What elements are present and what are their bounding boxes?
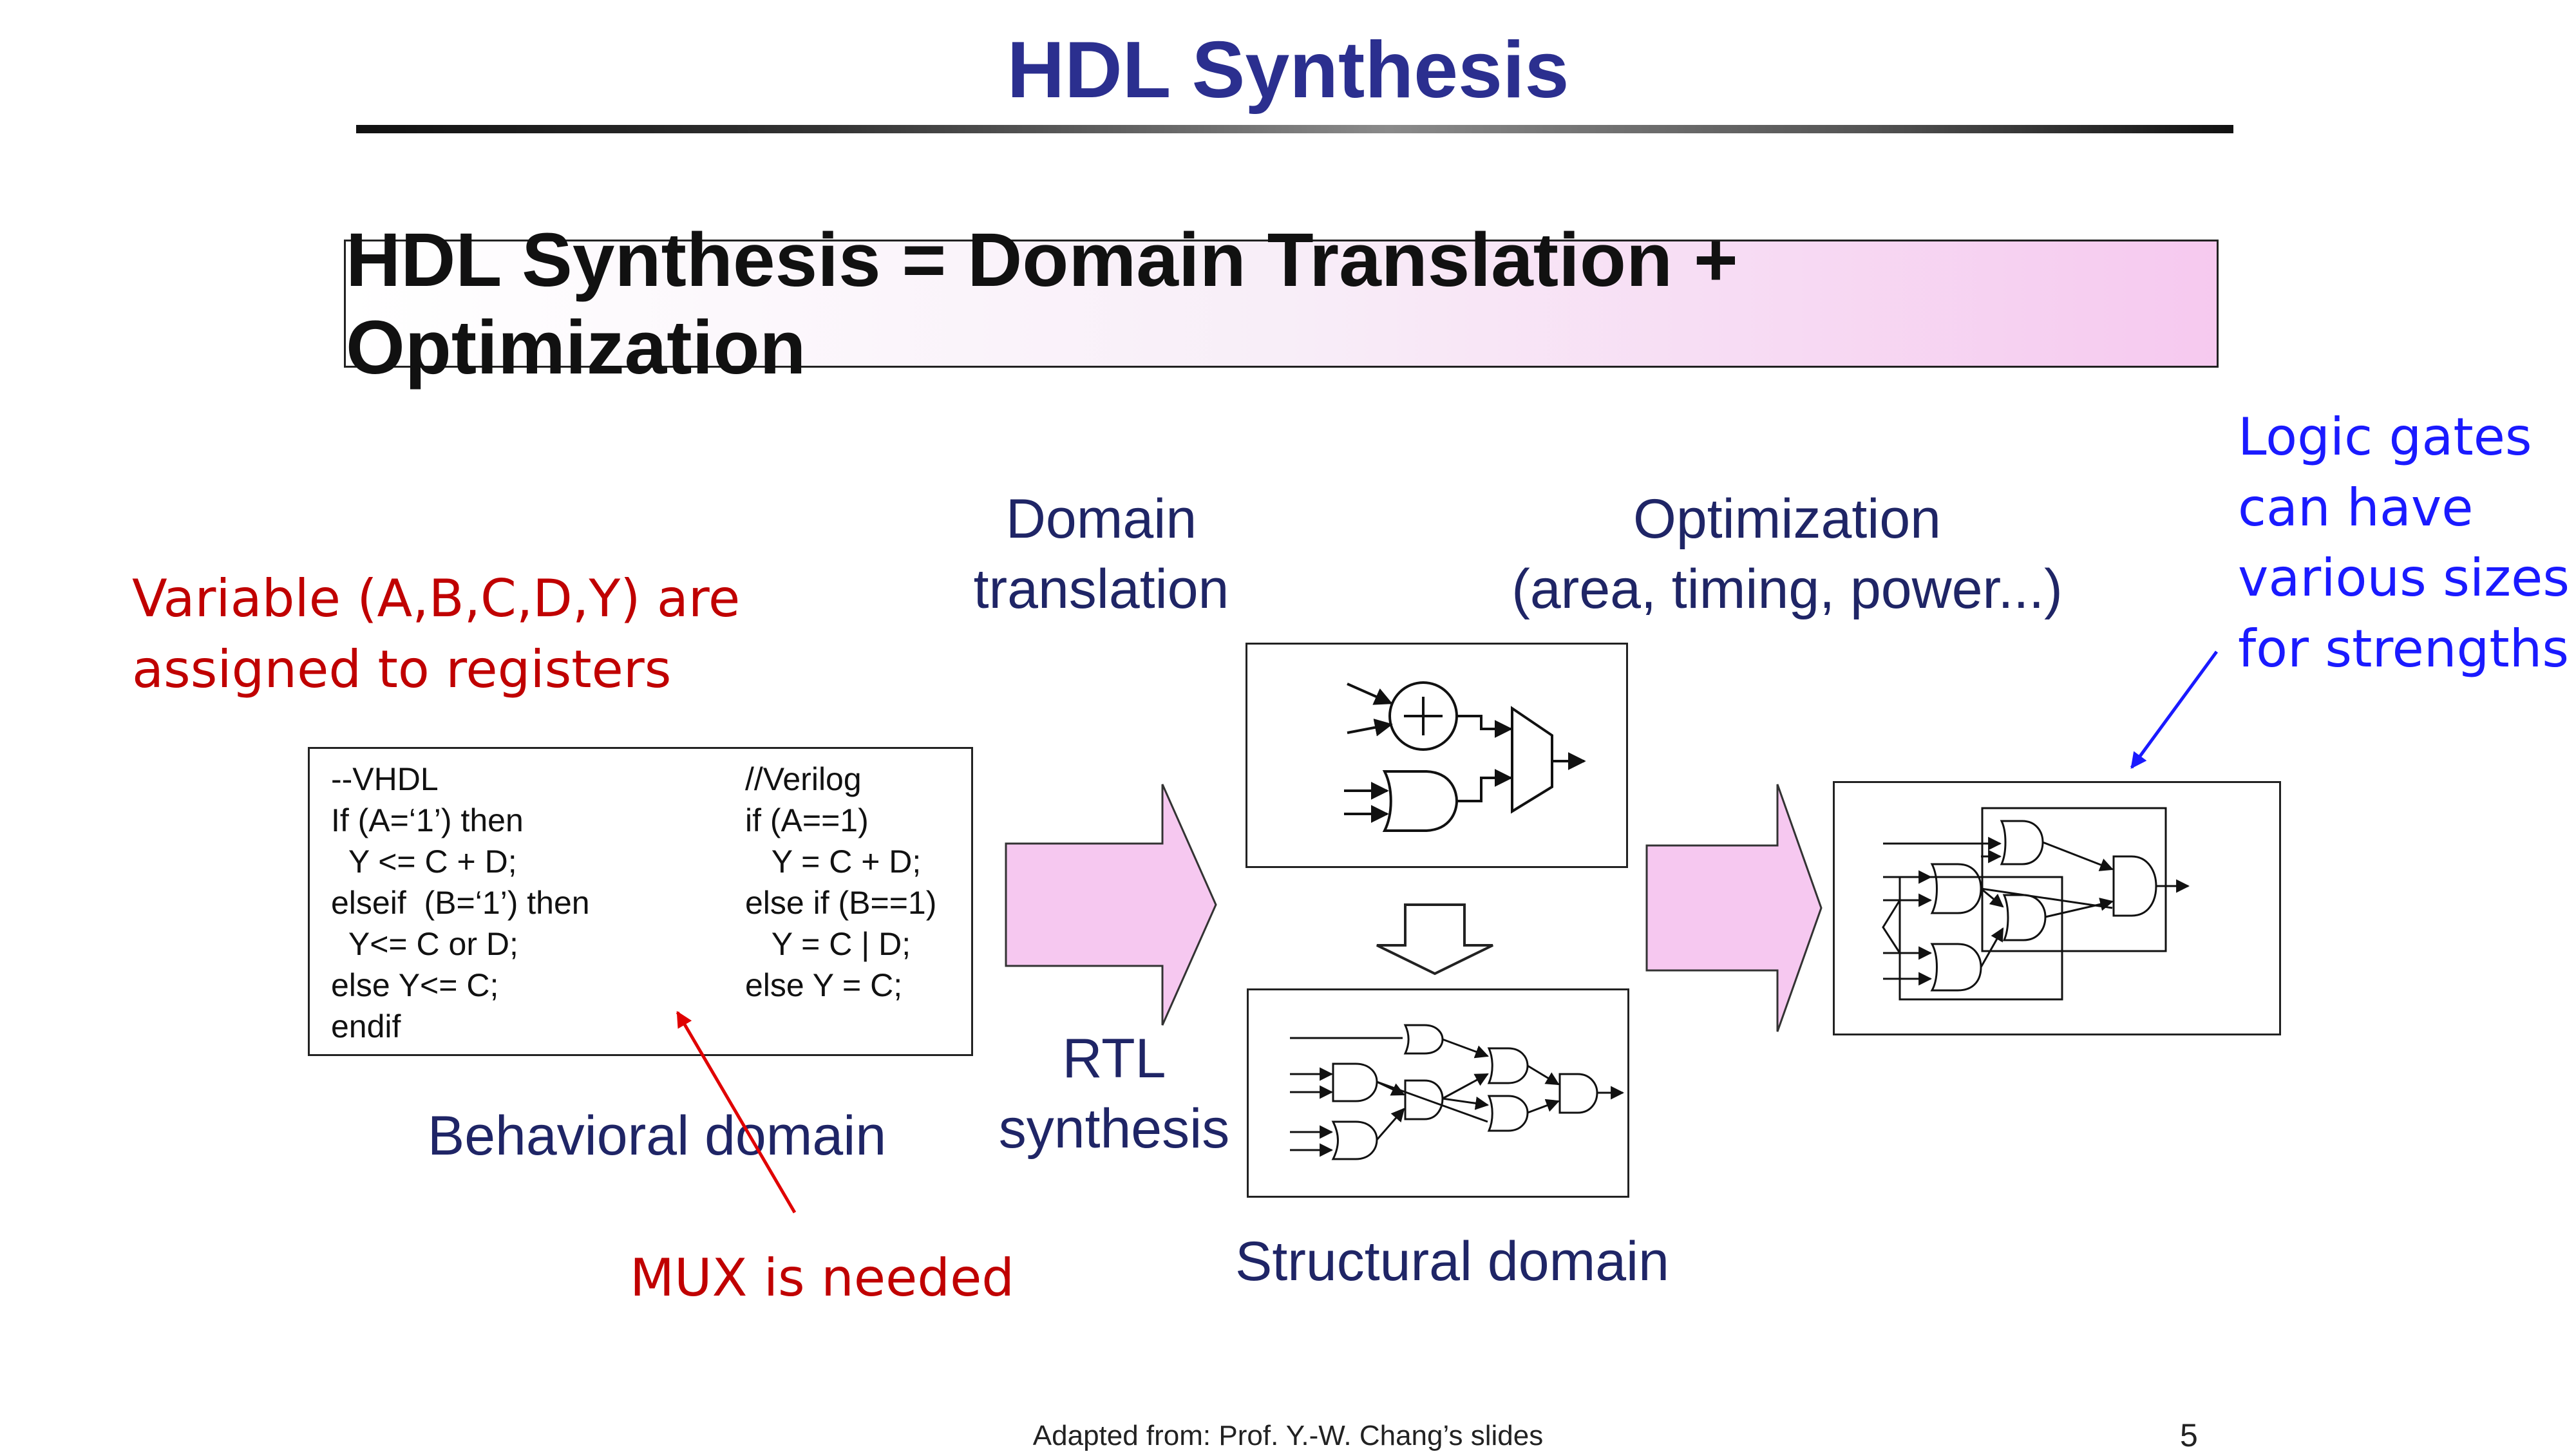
structural-domain-label: Structural domain: [1235, 1231, 1669, 1292]
gate-size-pointer-arrow: [2130, 650, 2219, 769]
verilog-line: //Verilog: [745, 761, 862, 797]
gate-sizes-note-line-1: Logic gates: [2238, 407, 2532, 467]
equation-banner: HDL Synthesis = Domain Translation + Opt…: [344, 218, 2219, 390]
equation-text: HDL Synthesis = Domain Translation + Opt…: [346, 217, 1738, 390]
gate-sizes-note-line-3: various sizes: [2238, 548, 2570, 609]
optimization-label: Optimization (area, timing, power...): [1481, 484, 2093, 625]
domain-translation-line-1: Domain: [1005, 488, 1197, 550]
page-number: 5: [2180, 1417, 2198, 1453]
optimized-circuit-box: [1833, 781, 2281, 1035]
hdl-code-box: --VHDL If (A=‘1’) then Y <= C + D; elsei…: [308, 747, 973, 1056]
verilog-line: if (A==1): [745, 802, 869, 838]
optimized-circuit: [1882, 807, 2190, 1001]
registers-note: Variable (A,B,C,D,Y) are assigned to reg…: [132, 563, 740, 704]
rtl-synthesis-line-2: synthesis: [998, 1098, 1230, 1160]
vhdl-line: Y <= C + D;: [331, 844, 517, 880]
registers-note-line-1: Variable (A,B,C,D,Y) are: [132, 569, 741, 628]
optimization-line-1: Optimization: [1633, 488, 1941, 550]
vhdl-line: elseif (B=‘1’) then: [331, 885, 590, 921]
slide-title: HDL Synthesis: [1007, 26, 1569, 115]
footer-credit: Adapted from: Prof. Y.-W. Chang’s slides: [1032, 1420, 1544, 1451]
domain-translation-label: Domain translation: [966, 484, 1236, 625]
mux-symbol: [1511, 706, 1553, 814]
vhdl-line: Y<= C or D;: [331, 926, 518, 962]
domain-translation-arrow: [1005, 784, 1217, 1026]
mux-pointer-arrow: [676, 1010, 797, 1214]
rtl-circuit-box: [1245, 643, 1628, 868]
vhdl-line: else Y<= C;: [331, 967, 499, 1003]
gate-sizes-note-line-2: can have: [2238, 477, 2474, 538]
domain-translation-line-2: translation: [973, 558, 1229, 621]
vhdl-line: endif: [331, 1008, 401, 1044]
registers-note-line-2: assigned to registers: [132, 639, 672, 699]
behavioral-domain-label: Behavioral domain: [427, 1105, 887, 1167]
verilog-line: Y = C + D;: [745, 844, 922, 880]
rtl-synthesis-label: RTL synthesis: [979, 1024, 1249, 1164]
verilog-line: else if (B==1): [745, 885, 937, 921]
rtl-circuit: [1344, 681, 1586, 832]
optimization-line-2: (area, timing, power...): [1511, 558, 2063, 621]
rtl-synthesis-line-1: RTL: [1062, 1028, 1166, 1090]
title-divider: [356, 125, 2233, 133]
vhdl-line: --VHDL: [331, 761, 439, 797]
vhdl-line: If (A=‘1’) then: [331, 802, 524, 838]
gate-sizes-note-line-4: for strengths: [2238, 618, 2570, 679]
gate-level-circuit: [1290, 1024, 1625, 1160]
verilog-line: else Y = C;: [745, 967, 903, 1003]
verilog-line: Y = C | D;: [745, 926, 911, 962]
optimization-arrow: [1645, 784, 1823, 1032]
mux-note: MUX is needed: [630, 1248, 1015, 1308]
down-arrow: [1376, 903, 1493, 976]
or-gate: [1382, 770, 1459, 832]
gate-sizes-note: Logic gates can have various sizes for s…: [2238, 402, 2570, 684]
